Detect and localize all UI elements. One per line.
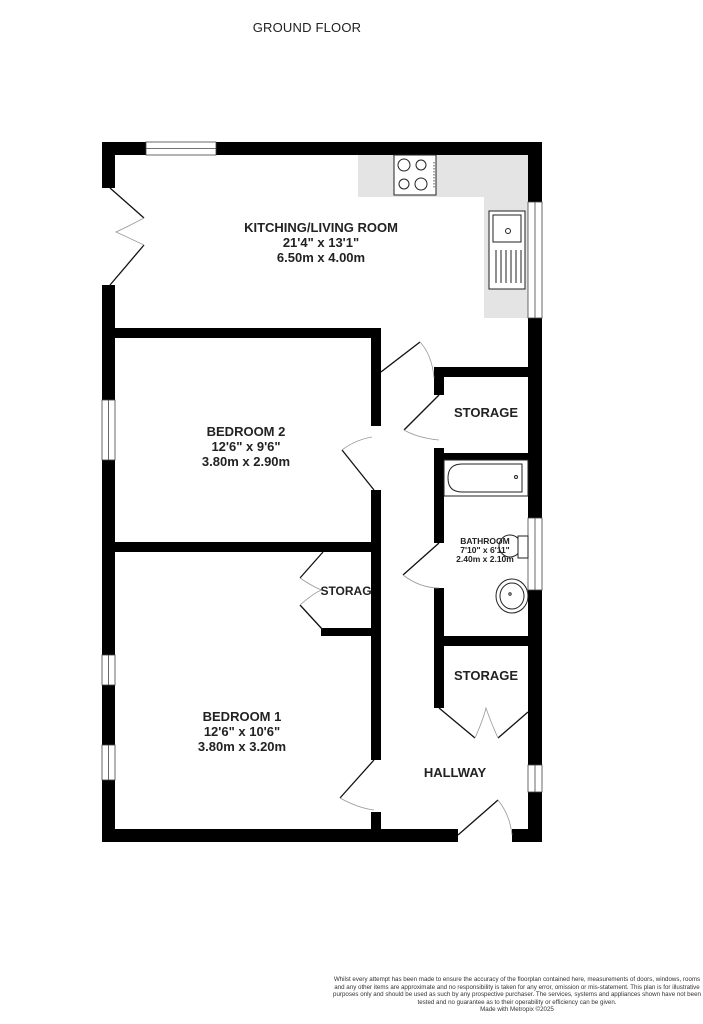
room-label-bathroom: BATHROOM 7'10" x 6'11" 2.40m x 2.10m — [456, 537, 514, 564]
room-name: BATHROOM — [460, 536, 510, 546]
room-label-storage-top: STORAGE — [453, 405, 519, 421]
room-label-storage-bedroom: STORAG — [320, 584, 372, 599]
basin-icon — [495, 578, 529, 614]
toilet-icon — [498, 534, 529, 559]
room-name: BEDROOM 2 — [206, 424, 286, 439]
disclaimer: Whilst every attempt has been made to en… — [333, 976, 701, 1014]
room-label-hallway: HALLWAY — [423, 765, 487, 781]
room-name: BEDROOM 1 — [202, 709, 282, 724]
room-label-storage-hall: STORAGE — [453, 668, 519, 684]
room-name: KITCHING/LIVING ROOM — [244, 220, 398, 235]
disclaimer-text: Whilst every attempt has been made to en… — [333, 976, 701, 1006]
credit-text: Made with Metropix ©2025 — [480, 1006, 554, 1014]
room-imperial: 12'6" x 10'6" — [203, 723, 281, 739]
doors — [109, 187, 529, 836]
bath-icon — [443, 459, 529, 497]
sink-icon — [488, 210, 526, 290]
room-name: STORAG — [320, 584, 372, 598]
room-metric: 3.80m x 3.20m — [197, 738, 287, 754]
room-imperial: 21'4" x 13'1" — [282, 234, 360, 250]
room-name: HALLWAY — [423, 765, 487, 780]
room-metric: 2.40m x 2.10m — [456, 554, 514, 564]
room-imperial: 7'10" x 6'11" — [460, 545, 510, 555]
room-label-bedroom2: BEDROOM 2 12'6" x 9'6" 3.80m x 2.90m — [201, 424, 291, 470]
hob-icon — [393, 154, 437, 196]
room-name: STORAGE — [453, 405, 519, 420]
room-imperial: 12'6" x 9'6" — [211, 438, 281, 454]
floor-title: GROUND FLOOR — [252, 20, 362, 35]
walls — [102, 142, 542, 842]
windows — [101, 141, 543, 793]
room-metric: 6.50m x 4.00m — [276, 249, 366, 265]
room-metric: 3.80m x 2.90m — [201, 453, 291, 469]
room-label-bedroom1: BEDROOM 1 12'6" x 10'6" 3.80m x 3.20m — [197, 709, 287, 755]
room-name: STORAGE — [453, 668, 519, 683]
room-label-kitchen: KITCHING/LIVING ROOM 21'4" x 13'1" 6.50m… — [244, 220, 398, 266]
